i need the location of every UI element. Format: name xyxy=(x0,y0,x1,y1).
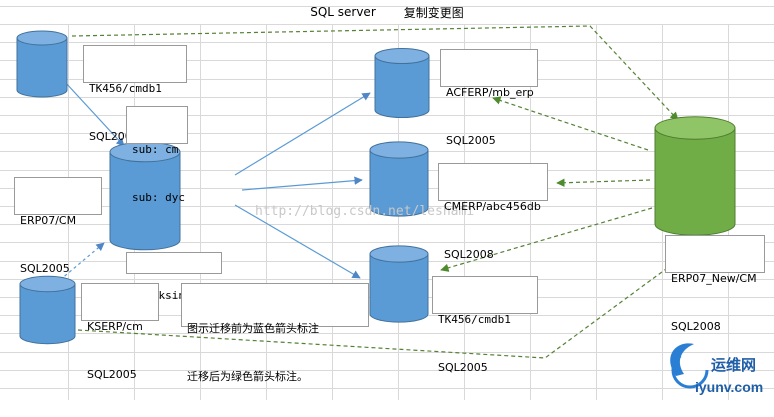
diagram-title: SQL server 复制变更图 xyxy=(0,0,774,24)
label-line: TK456/cmdb1 xyxy=(89,82,162,95)
arrow-kserp-to-new-green xyxy=(77,254,686,359)
label-sub-cm: sub: cm sub: dyc xyxy=(126,106,188,204)
db-kserp-cm xyxy=(19,275,76,345)
label-erp07-cm: ERP07/CM SQL2005 xyxy=(14,177,102,275)
cylinder-body xyxy=(16,37,68,98)
label-line: TK456/cmdb1 xyxy=(438,313,511,326)
db-acferp xyxy=(374,47,430,119)
label-cmerp: CMERP/abc456db SQL2008 xyxy=(438,163,548,261)
label-tk456-target: TK456/cmdb1 SQL2005 xyxy=(432,276,538,374)
label-line: SQL2005 xyxy=(446,134,496,147)
cylinder-top xyxy=(369,141,429,159)
label-kserp-cm: KSERP/cm SQL2005 xyxy=(81,283,159,381)
title-right: 复制变更图 xyxy=(403,5,464,20)
title-left: SQL server xyxy=(310,5,376,19)
db-erp07-cm xyxy=(109,141,181,251)
arrow-tk456-to-new-green xyxy=(71,25,679,121)
cylinder-body xyxy=(369,149,429,217)
label-line: SQL2008 xyxy=(671,320,721,333)
watermark-text: http://blog.csdn.net/leshami xyxy=(255,204,474,219)
arrow-erp07-to-tk456 xyxy=(234,204,361,279)
cylinder-body xyxy=(109,151,181,251)
label-tk456-source: TK456/cmdb1 SQL2005 xyxy=(83,45,187,143)
cylinder-top xyxy=(16,30,68,46)
label-line: SQL2005 xyxy=(438,361,488,374)
db-tk456-source xyxy=(16,30,68,98)
arrow-erp07-to-acferp xyxy=(234,92,371,176)
legend-note: 图示迁移前为蓝色箭头标注 迁移后为绿色箭头标注。 xyxy=(181,283,369,383)
label-line: SQL2005 xyxy=(20,262,70,275)
label-line: sub: cm xyxy=(132,143,179,156)
label-line: SQL2008 xyxy=(444,248,494,261)
arrow-tk456-to-erp07 xyxy=(64,81,125,147)
arrow-new-to-cmerp-green xyxy=(556,178,651,187)
label-sub-ksinv: sub:ksinv xyxy=(126,252,222,302)
label-line: sub: dyc xyxy=(132,191,185,204)
label-line: SQL2005 xyxy=(87,368,137,381)
db-erp07-new xyxy=(654,116,736,236)
cylinder-top xyxy=(19,275,76,293)
label-line: ERP07/CM xyxy=(20,214,77,227)
label-line: ACFERP/mb_erp xyxy=(446,86,534,99)
label-line: ERP07_New/CM xyxy=(671,272,757,285)
arrow-new-to-tk456-green xyxy=(440,207,653,272)
arrow-erp07-to-cmerp xyxy=(241,176,363,191)
logo-ring-icon xyxy=(671,351,709,389)
cylinder-top xyxy=(369,245,429,263)
label-erp07-new: ERP07_New/CM SQL2008 xyxy=(665,235,765,333)
cylinder-body xyxy=(369,253,429,323)
logo-swoosh-icon xyxy=(670,343,694,376)
label-line: CMERP/abc456db xyxy=(444,200,541,213)
shapes-layer: http://blog.csdn.net/leshami 运维网 iyunv.c… xyxy=(16,25,763,395)
replication-diagram: SQL server 复制变更图 htt xyxy=(0,0,774,400)
site-logo: 运维网 iyunv.com xyxy=(670,343,763,395)
label-acferp: ACFERP/mb_erp SQL2005 xyxy=(440,49,538,147)
db-cmerp xyxy=(369,141,429,217)
cylinder-body xyxy=(654,127,736,236)
cylinder-top xyxy=(374,47,430,65)
arrow-new-to-acferp-green xyxy=(492,96,649,151)
cylinder-top xyxy=(654,116,736,140)
note-line: 图示迁移前为蓝色箭头标注 xyxy=(187,322,319,335)
db-tk456-target xyxy=(369,245,429,323)
cylinder-body xyxy=(374,55,430,119)
logo-url: iyunv.com xyxy=(695,379,763,395)
logo-name: 运维网 xyxy=(711,356,756,374)
note-line: 迁移后为绿色箭头标注。 xyxy=(187,370,308,383)
label-line: KSERP/cm xyxy=(87,320,143,333)
cylinder-body xyxy=(19,283,76,345)
